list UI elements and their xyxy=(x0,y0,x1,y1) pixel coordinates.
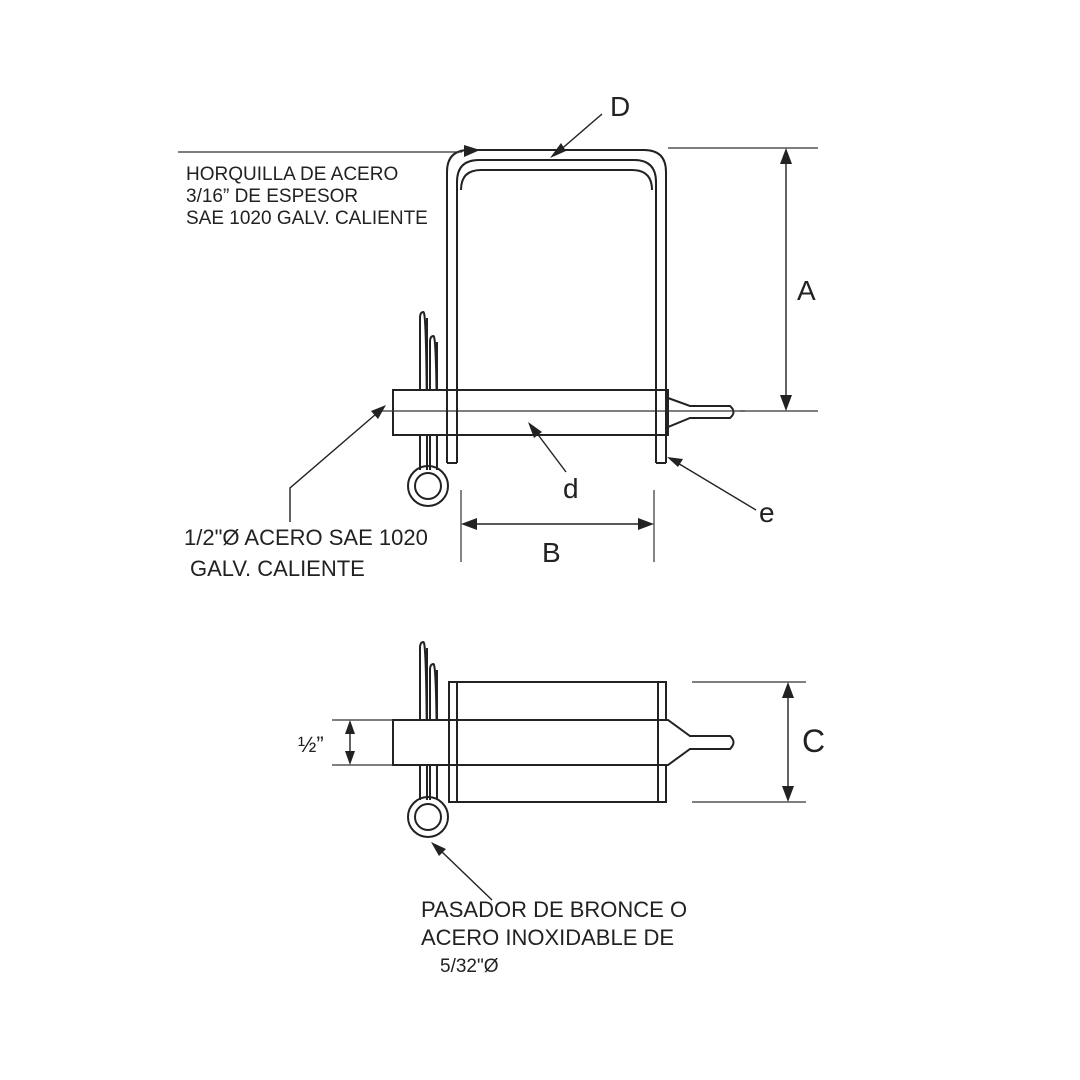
dimension-a-label: A xyxy=(797,275,816,306)
clip-note-line1: PASADOR DE BRONCE O xyxy=(421,897,687,922)
fork-note-line1: HORQUILLA DE ACERO xyxy=(186,164,398,185)
dimension-e-label: e xyxy=(759,497,775,528)
dimension-half-inch-label: ½” xyxy=(298,732,324,757)
clip-note-line2: ACERO INOXIDABLE DE xyxy=(421,925,674,950)
label-small-d-leader: d xyxy=(528,422,579,504)
dimension-small-d-label: d xyxy=(563,473,579,504)
label-d-leader: D xyxy=(550,91,630,158)
dimension-half-inch: ½” xyxy=(298,719,393,766)
front-view: A B D d e xyxy=(178,91,818,581)
dimension-b-label: B xyxy=(542,537,561,568)
clip-note-line3: 5/32"Ø xyxy=(440,956,499,977)
pin-front xyxy=(378,389,745,436)
fork-note-line2: 3/16” DE ESPESOR xyxy=(186,186,358,207)
label-e-leader: e xyxy=(667,457,775,528)
fork-note: HORQUILLA DE ACERO 3/16” DE ESPESOR SAE … xyxy=(178,145,480,229)
pin-note-line1: 1/2"Ø ACERO SAE 1020 xyxy=(184,525,428,550)
fork-side xyxy=(448,681,667,803)
dimension-a: A xyxy=(668,147,818,412)
clip-note: PASADOR DE BRONCE O ACERO INOXIDABLE DE … xyxy=(421,842,687,977)
pin-note-line2: GALV. CALIENTE xyxy=(190,556,365,581)
pin-side xyxy=(392,719,735,766)
dimension-d-label: D xyxy=(610,91,630,122)
side-view: ½” C PASADOR DE BRONCE O ACERO INOXIDABL… xyxy=(298,640,825,977)
dimension-b: B xyxy=(460,490,655,568)
fork-note-line3: SAE 1020 GALV. CALIENTE xyxy=(186,208,428,229)
dimension-c: C xyxy=(692,681,825,803)
dimension-c-label: C xyxy=(802,723,825,759)
pin-note: 1/2"Ø ACERO SAE 1020 GALV. CALIENTE xyxy=(184,405,428,581)
